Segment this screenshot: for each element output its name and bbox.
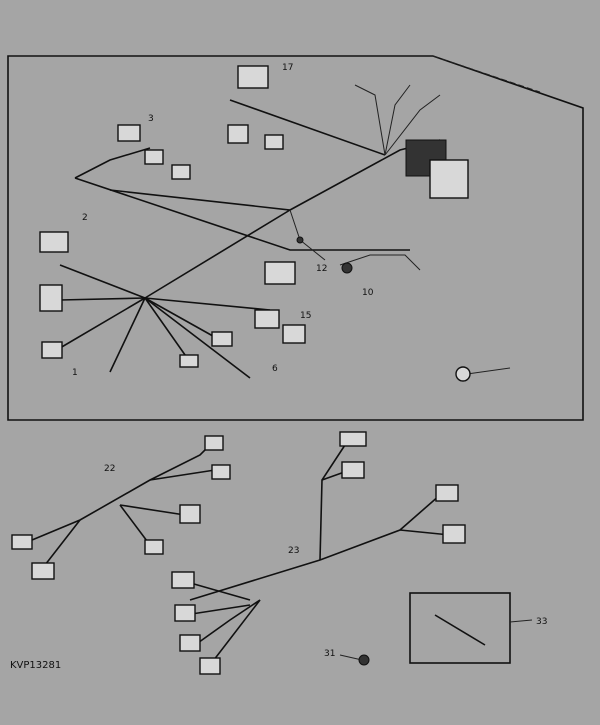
connector — [39, 231, 69, 253]
lower-harness-wires — [19, 439, 451, 666]
callout-22: 22 — [104, 464, 115, 474]
connector — [117, 124, 141, 142]
lower-connectors — [11, 431, 533, 675]
connector — [204, 435, 224, 451]
callout-6: 6 — [272, 364, 278, 374]
clip — [358, 654, 370, 666]
connector — [341, 262, 353, 274]
connector — [442, 524, 466, 544]
connector — [171, 571, 195, 589]
connector — [31, 562, 55, 580]
connector — [171, 164, 191, 180]
callout-23: 23 — [288, 546, 299, 556]
callout-31: 31 — [324, 649, 335, 659]
connector — [174, 604, 196, 622]
callout-10: 10 — [362, 288, 374, 298]
connector — [237, 65, 269, 89]
callout-33: 33 — [536, 617, 547, 627]
upper-harness-wires — [59, 55, 541, 379]
connector — [227, 124, 249, 144]
connector — [199, 657, 221, 675]
callout-15: 15 — [300, 311, 311, 321]
figure-id: KVP13281 — [10, 660, 61, 671]
connector — [264, 261, 296, 285]
callouts: 17 3 2 1 10 12 15 6 22 23 33 31 — [72, 63, 547, 659]
connector — [264, 134, 284, 150]
kit-box — [409, 592, 511, 664]
upper-assembly-frame — [7, 55, 584, 421]
callout-1: 1 — [72, 368, 78, 378]
callout-12: 12 — [316, 264, 327, 274]
module-bracket — [429, 159, 469, 199]
callout-2: 2 — [82, 213, 88, 223]
connector — [211, 331, 233, 347]
callout-3: 3 — [148, 114, 154, 124]
upper-connectors — [39, 65, 471, 382]
connector — [179, 634, 201, 652]
connector — [144, 539, 164, 555]
kit-part — [434, 614, 486, 646]
callout-17: 17 — [282, 63, 293, 73]
clip — [296, 236, 304, 244]
sensor — [455, 366, 471, 382]
connector — [41, 341, 63, 359]
connector — [435, 484, 459, 502]
connector — [179, 354, 199, 368]
connector — [39, 284, 63, 312]
connector — [339, 431, 367, 447]
connector — [341, 461, 365, 479]
connector — [179, 504, 201, 524]
connector — [11, 534, 33, 550]
connector — [282, 324, 306, 344]
connector — [254, 309, 280, 329]
connector — [211, 464, 231, 480]
connector — [144, 149, 164, 165]
